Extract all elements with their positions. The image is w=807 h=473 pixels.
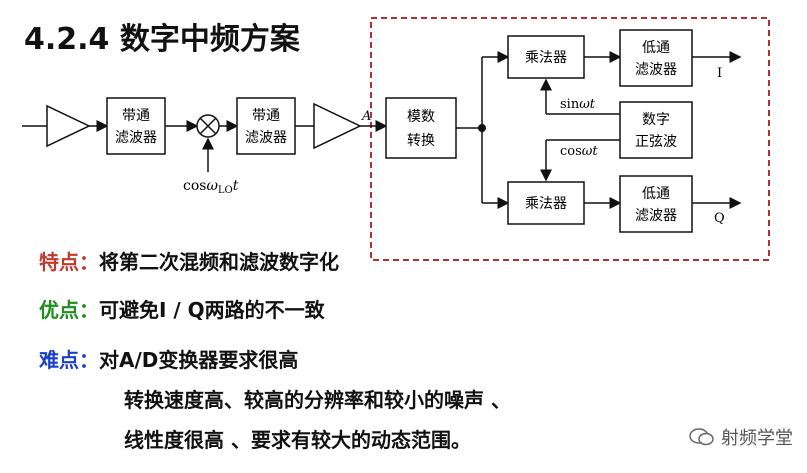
lowpass-filter-q — [619, 175, 693, 233]
advantage-label: 优点： — [39, 298, 99, 322]
page-title: 4.2.4 数字中频方案 — [24, 22, 300, 57]
feature-line: 特点：将第二次混频和滤波数字化 — [39, 246, 339, 275]
feature-text: 将第二次混频和滤波数字化 — [99, 250, 339, 274]
multiplier-i-label: 乘法器 — [525, 50, 567, 66]
difficulty-text: 对A/D变换器要求很高 — [99, 348, 299, 372]
adc-label-2: 转换 — [407, 132, 435, 149]
detail-line-2: 线性度很高 、要求有较大的动态范围。 — [124, 428, 471, 452]
nco-label-1: 数字 — [642, 112, 670, 128]
nco-label-2: 正弦波 — [635, 134, 677, 150]
difficulty-line: 难点：对A/D变换器要求很高 — [39, 344, 298, 373]
output-i-label: I — [717, 66, 722, 81]
bpf1-label-1: 带通 — [122, 108, 150, 124]
detail-line-1: 转换速度高、较高的分辨率和较小的噪声 、 — [124, 388, 511, 412]
output-q-label: Q — [714, 211, 725, 226]
wechat-icon — [689, 427, 715, 447]
watermark: 射频学堂 — [689, 424, 793, 450]
amplifier-1 — [46, 104, 91, 148]
multiplier-q-label: 乘法器 — [525, 196, 567, 212]
amplifier-2 — [313, 102, 362, 150]
adc-label-1: 模数 — [407, 109, 435, 125]
difficulty-label: 难点： — [39, 348, 99, 372]
advantage-text: 可避免I / Q两路的不一致 — [99, 298, 325, 322]
feature-label: 特点： — [39, 250, 99, 274]
bpf1-label-2: 滤波器 — [115, 130, 157, 146]
bandpass-filter-1 — [106, 97, 166, 155]
adc-block — [385, 97, 457, 159]
lo-label: cosωLOt — [183, 178, 239, 196]
lpf-q-label-1: 低通 — [642, 186, 670, 202]
bpf2-label-1: 带通 — [252, 108, 280, 124]
nco-block — [619, 101, 693, 159]
bpf2-label-2: 滤波器 — [245, 130, 287, 146]
bandpass-filter-2 — [236, 97, 296, 155]
watermark-text: 射频学堂 — [721, 428, 793, 449]
mixer-icon — [196, 114, 220, 138]
lpf-i-label-1: 低通 — [642, 40, 670, 56]
lowpass-filter-i — [619, 29, 693, 87]
sin-label: sinωt — [560, 97, 596, 112]
advantage-line: 优点：可避免I / Q两路的不一致 — [39, 294, 325, 323]
lpf-q-label-2: 滤波器 — [635, 208, 677, 224]
multiplier-q — [507, 181, 585, 225]
node-a-label: A — [361, 109, 371, 124]
cos-label: cosωt — [560, 144, 598, 159]
lpf-i-label-2: 滤波器 — [635, 62, 677, 78]
